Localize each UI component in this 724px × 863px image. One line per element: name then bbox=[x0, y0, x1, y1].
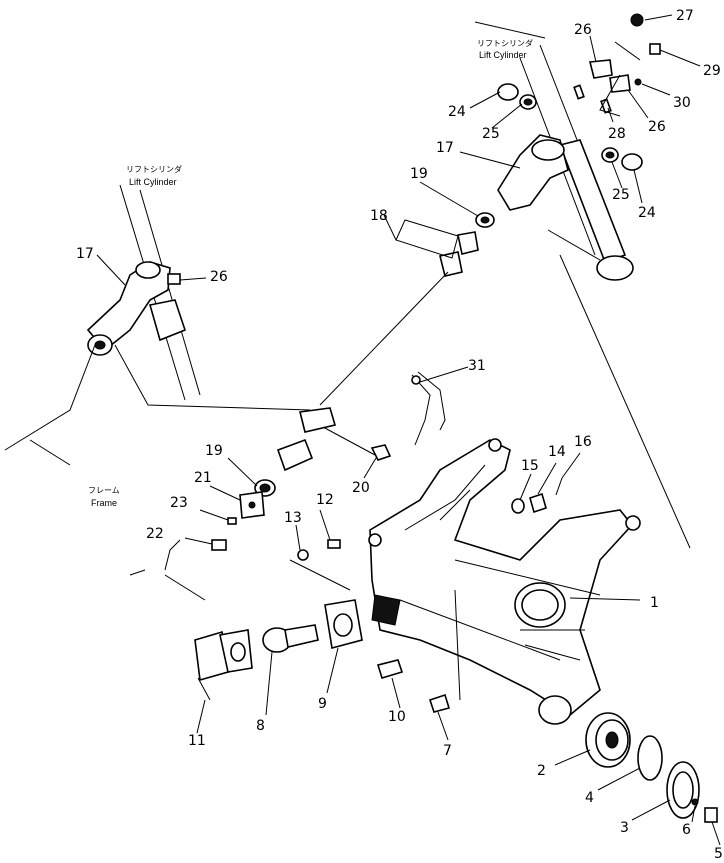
callout-17-left: 17 bbox=[76, 246, 94, 262]
cover-plate-9 bbox=[324, 599, 363, 650]
callout-19-left: 19 bbox=[205, 443, 223, 459]
callout-2: 2 bbox=[537, 763, 546, 779]
bolt-12 bbox=[327, 539, 341, 549]
callout-12: 12 bbox=[316, 492, 334, 508]
callout-14: 14 bbox=[548, 444, 566, 460]
callout-15: 15 bbox=[521, 458, 539, 474]
grease-fitting-10 bbox=[376, 659, 404, 679]
callout-1: 1 bbox=[650, 595, 659, 611]
bushing-24-top bbox=[497, 83, 519, 101]
frame-en: Frame bbox=[91, 498, 117, 508]
callout-17-top: 17 bbox=[436, 140, 454, 156]
grease-fitting-7 bbox=[428, 693, 451, 713]
callout-20: 20 bbox=[352, 480, 370, 496]
bushing-25-right bbox=[601, 147, 619, 163]
callout-3: 3 bbox=[620, 820, 629, 836]
callout-26-left: 26 bbox=[210, 269, 228, 285]
bolt-27 bbox=[630, 13, 644, 27]
hose-31 bbox=[411, 371, 446, 446]
callout-29: 29 bbox=[703, 63, 721, 79]
lift-cylinder-right-jp: リフトシリンダ bbox=[477, 38, 533, 48]
lift-cylinder-right-en: Lift Cylinder bbox=[479, 50, 527, 60]
bolt-29 bbox=[649, 43, 661, 55]
callout-13: 13 bbox=[284, 510, 302, 526]
callout-10: 10 bbox=[388, 709, 406, 725]
main-housing-1 bbox=[368, 438, 641, 725]
callout-4: 4 bbox=[585, 790, 594, 806]
callout-21: 21 bbox=[194, 470, 212, 486]
bearing-2 bbox=[585, 712, 631, 768]
pin-28 bbox=[573, 84, 612, 114]
callout-25-right: 25 bbox=[612, 187, 630, 203]
ring-4 bbox=[637, 735, 663, 781]
bolt-22 bbox=[211, 539, 227, 551]
callout-26-right: 26 bbox=[648, 119, 666, 135]
callout-27: 27 bbox=[676, 8, 694, 24]
plate-26-a bbox=[588, 59, 613, 79]
callout-28: 28 bbox=[608, 126, 626, 142]
yoke-17-top bbox=[497, 134, 569, 211]
callout-26-top: 26 bbox=[574, 22, 592, 38]
frame-jp: フレーム bbox=[88, 486, 120, 495]
text-labels: リフトシリンダ Lift Cylinder リフトシリンダ Lift Cylin… bbox=[88, 38, 533, 508]
pin-23 bbox=[227, 517, 237, 525]
lift-cylinder-left-jp: リフトシリンダ bbox=[126, 164, 182, 174]
callout-numbers: 1 2 3 4 5 6 7 8 9 10 11 12 13 14 15 16 1… bbox=[76, 8, 723, 862]
plate-26-b bbox=[609, 74, 631, 93]
bracket-20-area bbox=[276, 407, 337, 472]
lift-cylinder-left bbox=[119, 184, 201, 401]
cap-3 bbox=[666, 761, 700, 819]
plate-26-left bbox=[167, 273, 181, 285]
bushing-18-a bbox=[457, 231, 479, 255]
callout-24-top: 24 bbox=[448, 104, 466, 120]
callout-31: 31 bbox=[468, 358, 486, 374]
yoke-17-left bbox=[86, 261, 171, 356]
plate-21 bbox=[239, 491, 265, 519]
callout-25-top: 25 bbox=[482, 126, 500, 142]
callout-5: 5 bbox=[714, 846, 723, 862]
bushing-25-top bbox=[519, 94, 537, 110]
pin-16 bbox=[555, 477, 563, 496]
washer-15 bbox=[511, 498, 525, 514]
callout-8: 8 bbox=[256, 718, 265, 734]
bolt-5 bbox=[704, 807, 718, 823]
nut-13 bbox=[297, 549, 309, 561]
lift-cylinder-right bbox=[519, 44, 691, 549]
callout-7: 7 bbox=[443, 743, 452, 759]
callout-22: 22 bbox=[146, 526, 164, 542]
callout-11: 11 bbox=[188, 733, 206, 749]
bushing-19-mid bbox=[475, 212, 495, 228]
leader-lines bbox=[96, 14, 721, 846]
cover-plate-11 bbox=[194, 629, 253, 682]
callout-6: 6 bbox=[682, 822, 691, 838]
callout-30: 30 bbox=[673, 95, 691, 111]
callout-18: 18 bbox=[370, 208, 388, 224]
callout-16: 16 bbox=[574, 434, 592, 450]
callout-23: 23 bbox=[170, 495, 188, 511]
washer-6 bbox=[691, 798, 699, 806]
bushing-18-b bbox=[439, 251, 463, 277]
grease-fitting-20 bbox=[370, 444, 392, 461]
pin-8 bbox=[262, 624, 319, 653]
bushing-24-right bbox=[621, 153, 643, 171]
callout-9: 9 bbox=[318, 696, 327, 712]
washer-30 bbox=[634, 78, 642, 86]
nut-14 bbox=[529, 492, 547, 514]
callout-24-right: 24 bbox=[638, 205, 656, 221]
lift-cylinder-left-en: Lift Cylinder bbox=[129, 177, 177, 187]
callout-19-top: 19 bbox=[410, 166, 428, 182]
